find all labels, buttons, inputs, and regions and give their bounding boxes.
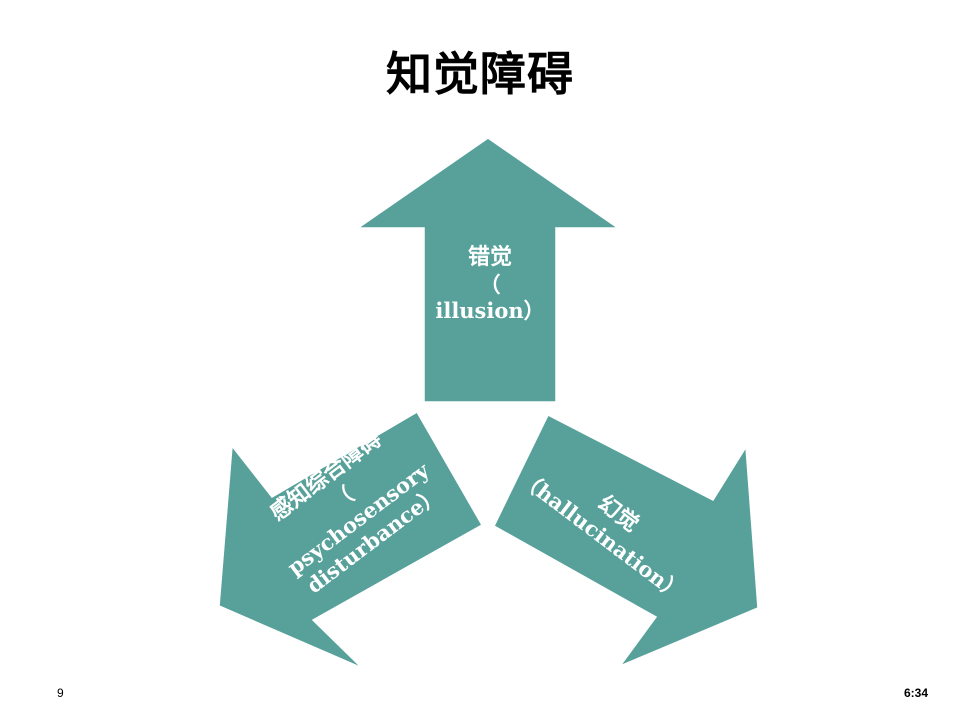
illusion-label-paren: （ bbox=[479, 271, 501, 297]
arrow-down-right-hallucination bbox=[493, 413, 759, 668]
page-number: 9 bbox=[57, 686, 64, 700]
illusion-label: 错觉 （ illusion） bbox=[420, 244, 560, 324]
arrow-down-left-psychosensory bbox=[218, 410, 484, 669]
page-title: 知觉障碍 bbox=[386, 47, 574, 101]
clock-time: 6:34 bbox=[903, 686, 928, 700]
illusion-label-zh: 错觉 bbox=[467, 245, 512, 270]
arrow-up-illusion bbox=[355, 137, 621, 403]
illusion-label-en: illusion） bbox=[435, 297, 545, 323]
